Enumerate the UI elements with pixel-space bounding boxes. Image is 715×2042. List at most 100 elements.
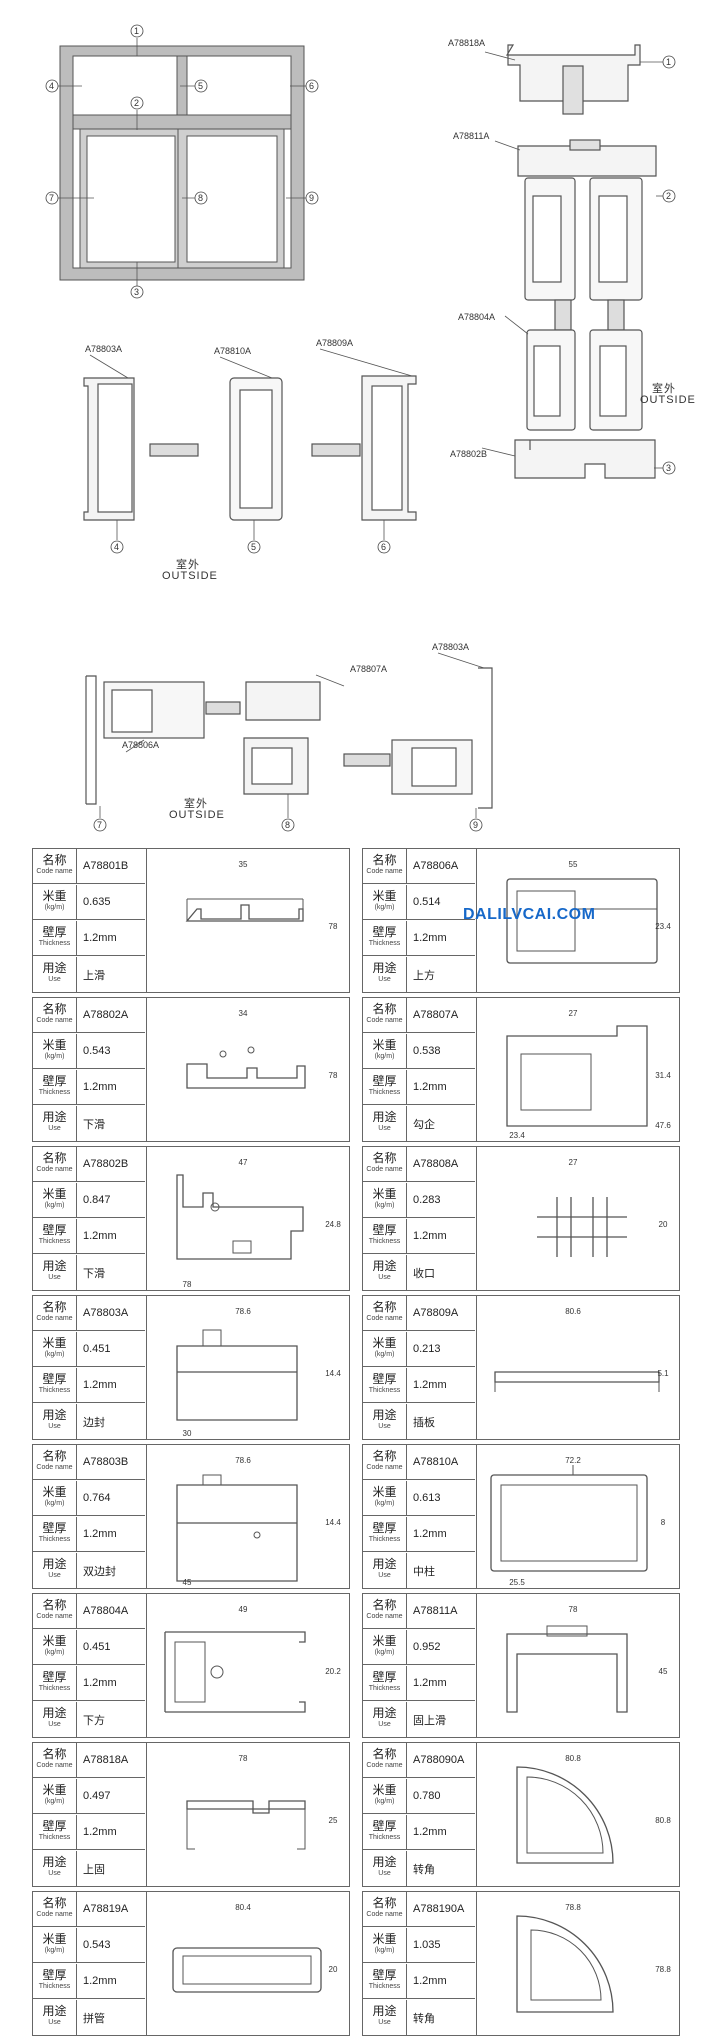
dimension-label: 30 (183, 1429, 192, 1437)
watermark-text: DALILVCAI.COM (463, 906, 596, 923)
use-label-en: Use (378, 2019, 391, 2026)
weight-label-cn: 米重 (42, 1932, 67, 1946)
weight-label-en: (kg/m) (374, 1798, 395, 1805)
use-label-en: Use (48, 1274, 61, 1281)
dimension-label: 20 (329, 1965, 338, 1974)
code-label-en: Code name (36, 1017, 73, 1024)
profile-section-svg: 78.614.445 (176, 1456, 341, 1587)
callout-8: 8 (198, 193, 204, 203)
callout-2: 2 (134, 98, 140, 108)
dimension-label: 24.8 (325, 1220, 341, 1229)
use-label-cn: 用途 (42, 1706, 67, 1720)
callout-7: 7 (49, 193, 55, 203)
callout-6: 6 (309, 81, 315, 91)
code-label-en: Code name (366, 1315, 403, 1322)
thickness-label-en: Thickness (38, 1238, 71, 1245)
weight-row: 米重(kg/m) 0.635 (33, 885, 145, 920)
thickness-label-en: Thickness (38, 1387, 71, 1394)
weight-value: 0.514 (413, 896, 441, 908)
mid-callout-5: 5 (251, 542, 257, 552)
dimension-label: 34 (239, 1009, 248, 1018)
weight-row: 米重(kg/m) 0.497 (33, 1779, 145, 1814)
use-value: 勾企 (413, 1118, 435, 1131)
use-label-cn: 用途 (372, 2004, 397, 2018)
weight-label-cn: 米重 (372, 1336, 397, 1350)
use-label-en: Use (48, 1870, 61, 1877)
code-label-cn: 名称 (372, 1449, 397, 1463)
code-label-a78803a-mid: A78803A (85, 344, 123, 354)
use-label-cn: 用途 (372, 1408, 397, 1422)
code-value: A78802B (83, 1158, 129, 1170)
weight-label-cn: 米重 (372, 889, 397, 903)
code-label-en: Code name (36, 1166, 73, 1173)
thickness-value: 1.2mm (83, 1826, 117, 1838)
weight-value: 0.213 (413, 1343, 441, 1355)
code-value: A78802A (83, 1009, 129, 1021)
weight-row: 米重(kg/m) 0.952 (363, 1630, 475, 1665)
code-label-en: Code name (36, 868, 73, 875)
callout-4: 4 (49, 81, 55, 91)
code-label-a78806a: A78806A (122, 740, 160, 750)
code-label-cn: 名称 (372, 1896, 397, 1910)
use-label-cn: 用途 (372, 1706, 397, 1720)
thickness-label-cn: 壁厚 (42, 1521, 67, 1535)
weight-row: 米重(kg/m) 0.538 (363, 1034, 475, 1069)
dimension-label: 45 (183, 1578, 192, 1586)
weight-label-cn: 米重 (372, 1187, 397, 1201)
weight-row: 米重(kg/m) 0.613 (363, 1481, 475, 1516)
weight-row: 米重(kg/m) 0.451 (33, 1332, 145, 1367)
use-value: 上固 (83, 1863, 105, 1876)
code-value: A78803A (83, 1307, 129, 1319)
code-value: A78819A (83, 1903, 129, 1915)
bot-callout-8: 8 (285, 820, 291, 830)
weight-value: 0.635 (83, 896, 111, 908)
weight-value: 0.538 (413, 1045, 441, 1057)
thickness-label-en: Thickness (368, 1536, 401, 1543)
thickness-label-cn: 壁厚 (42, 925, 67, 939)
use-value: 上滑 (83, 969, 105, 982)
right-callout-3: 3 (666, 463, 672, 473)
code-label-en: Code name (36, 1315, 73, 1322)
thickness-label-cn: 壁厚 (42, 1074, 67, 1088)
profile-section-svg: 78.614.430 (176, 1307, 341, 1438)
use-label-en: Use (48, 2019, 61, 2026)
weight-label-en: (kg/m) (374, 1947, 395, 1954)
dimension-label: 20 (659, 1220, 668, 1229)
thickness-value: 1.2mm (83, 1081, 117, 1093)
weight-label-cn: 米重 (42, 889, 67, 903)
use-value: 中柱 (413, 1565, 435, 1578)
code-value: A788090A (413, 1754, 465, 1766)
weight-row: 米重(kg/m) 0.847 (33, 1183, 145, 1218)
thickness-label-cn: 壁厚 (372, 925, 397, 939)
thickness-label-en: Thickness (38, 940, 71, 947)
use-label-en: Use (48, 1423, 61, 1430)
